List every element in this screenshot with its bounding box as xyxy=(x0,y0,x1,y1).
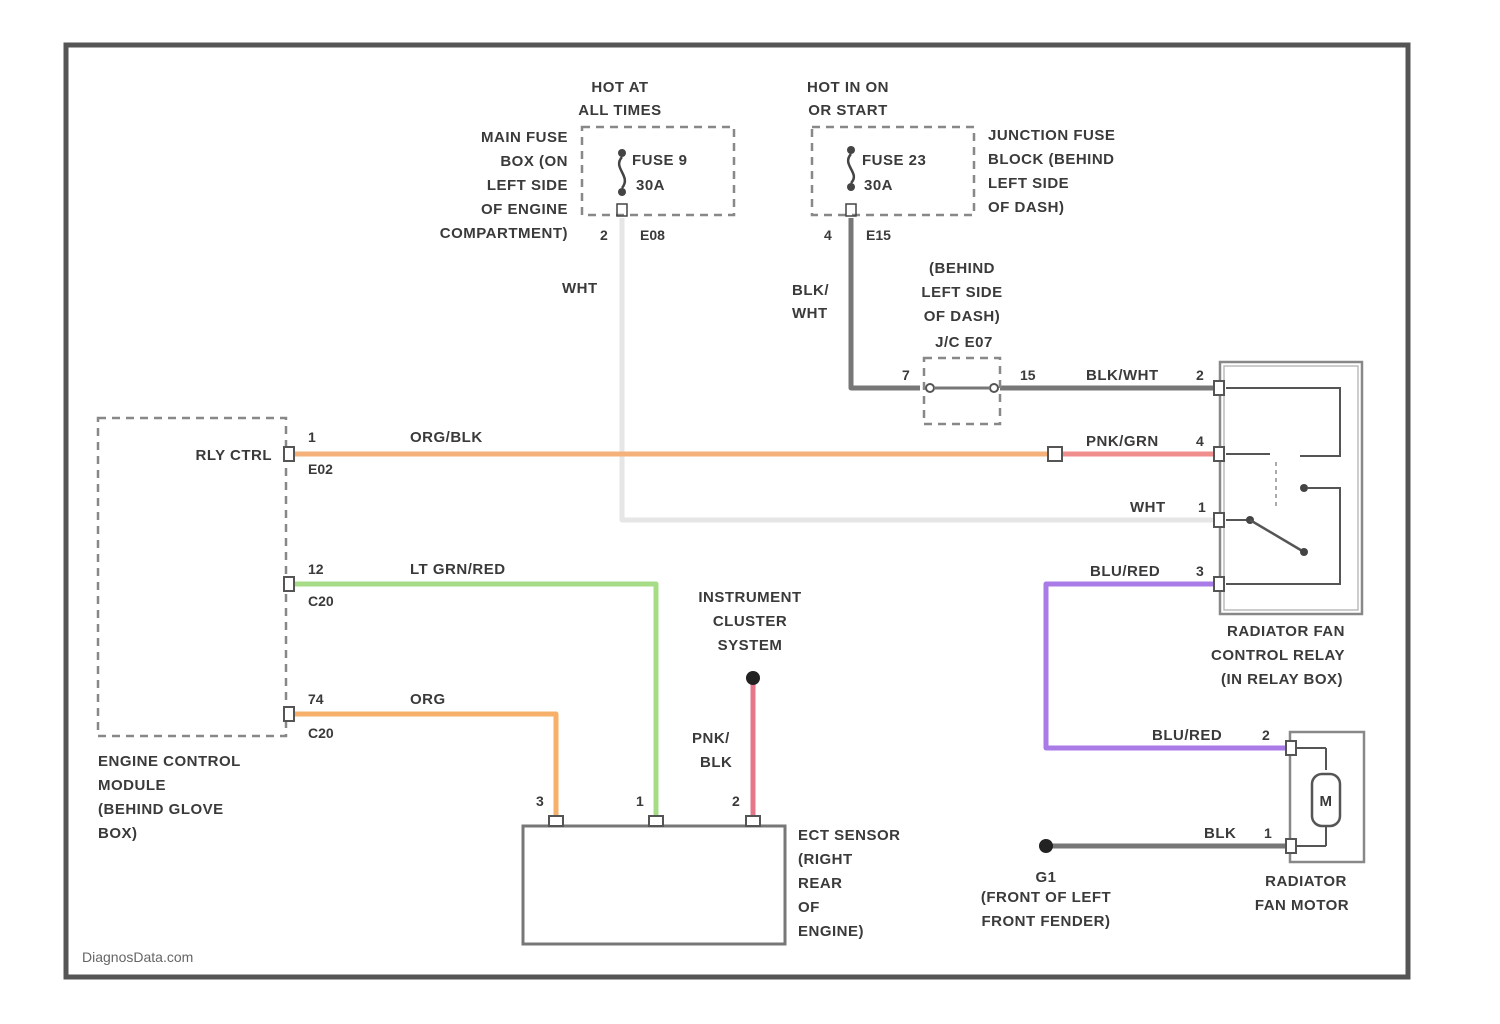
fuse-9-connector: E08 xyxy=(640,227,665,243)
wire-label-wht-horizontal: WHT xyxy=(1130,499,1166,516)
relay-pin-1: 1 xyxy=(1198,499,1206,515)
fuse-23-amps: 30A xyxy=(864,177,893,194)
ecm-name-line-3: (BEHIND GLOVE xyxy=(98,801,224,818)
fuse-9-pin: 2 xyxy=(600,227,608,243)
ecm-rly-ctrl: RLY CTRL xyxy=(195,447,272,464)
ect-pin-3: 3 xyxy=(536,793,544,809)
ground-location-line-1: (FRONT OF LEFT xyxy=(981,889,1111,906)
relay-pin-2: 2 xyxy=(1196,367,1204,383)
motor-name-line-2: FAN MOTOR xyxy=(1255,897,1349,914)
ecm-name-line-1: ENGINE CONTROL xyxy=(98,753,241,770)
relay-pin-4: 4 xyxy=(1196,433,1204,449)
relay-name-line-2: CONTROL RELAY xyxy=(1211,647,1345,664)
main-fuse-box-line-3: LEFT SIDE xyxy=(487,177,568,194)
wire-label-lt-grn-red: LT GRN/RED xyxy=(410,561,506,578)
ecm-pin-12: 12 xyxy=(308,561,324,577)
ect-sensor-line-2: (RIGHT xyxy=(798,851,853,868)
wire-label-pnk-grn: PNK/GRN xyxy=(1086,433,1159,450)
motor-name-line-1: RADIATOR xyxy=(1265,873,1347,890)
wire-label-org-blk: ORG/BLK xyxy=(410,429,483,446)
motor-m-symbol: M xyxy=(1320,793,1333,810)
fuse-23-name: FUSE 23 xyxy=(862,152,926,169)
ecm-connector-c20-a: C20 xyxy=(308,593,334,609)
hot-at-all-times-line-1: HOT AT xyxy=(591,79,648,96)
main-fuse-box-line-5: COMPARTMENT) xyxy=(440,225,568,242)
junction-connector-name: J/C E07 xyxy=(935,334,993,351)
wire-label-blu-red-bottom: BLU/RED xyxy=(1152,727,1222,744)
relay-pin-3: 3 xyxy=(1196,563,1204,579)
instrument-cluster-point xyxy=(746,671,760,685)
instrument-cluster-line-3: SYSTEM xyxy=(718,637,783,654)
junction-connector-pins xyxy=(926,384,998,392)
wire-lt-grn-red xyxy=(290,584,656,820)
relay-switch xyxy=(1226,484,1340,584)
wire-label-blk-wht-line-2: WHT xyxy=(792,305,828,322)
ect-sensor-line-1: ECT SENSOR xyxy=(798,827,901,844)
ground-name: G1 xyxy=(1035,869,1056,886)
wire-label-blu-red-top: BLU/RED xyxy=(1090,563,1160,580)
fuse-9-box xyxy=(582,127,734,215)
wire-blk-wht xyxy=(851,218,920,388)
hot-in-on-line-1: HOT IN ON xyxy=(807,79,889,96)
ect-sensor-line-3: REAR xyxy=(798,875,843,892)
junction-fuse-block-line-1: JUNCTION FUSE xyxy=(988,127,1115,144)
junction-pin-right: 15 xyxy=(1020,367,1036,383)
ground-location-line-2: FRONT FENDER) xyxy=(982,913,1111,930)
main-fuse-box-line-4: OF ENGINE xyxy=(481,201,568,218)
fuse-23-box xyxy=(812,127,974,215)
relay-name-line-3: (IN RELAY BOX) xyxy=(1221,671,1343,688)
instrument-cluster-line-2: CLUSTER xyxy=(713,613,787,630)
wire-label-pnk-blk-line-2: BLK xyxy=(700,754,732,771)
ect-sensor-box xyxy=(523,826,785,944)
junction-fuse-block-line-4: OF DASH) xyxy=(988,199,1065,216)
junction-connector-box xyxy=(924,358,1000,424)
motor-pin-2: 2 xyxy=(1262,727,1270,743)
fuse-9-amps: 30A xyxy=(636,177,665,194)
inline-connector xyxy=(1048,447,1062,461)
hot-in-on-line-2: OR START xyxy=(808,102,888,119)
instrument-cluster-line-1: INSTRUMENT xyxy=(698,589,801,606)
wire-label-pnk-blk-line-1: PNK/ xyxy=(692,730,730,747)
ecm-box xyxy=(98,418,286,736)
junction-location-line-1: (BEHIND xyxy=(929,260,995,277)
junction-location-line-3: OF DASH) xyxy=(924,308,1001,325)
fuse-23-connector: E15 xyxy=(866,227,891,243)
watermark: DiagnosData.com xyxy=(82,949,193,965)
wire-label-blk: BLK xyxy=(1204,825,1236,842)
ecm-pin-1: 1 xyxy=(308,429,316,445)
junction-fuse-block-line-3: LEFT SIDE xyxy=(988,175,1069,192)
junction-pin-left: 7 xyxy=(902,367,910,383)
wire-label-blk-wht-horizontal: BLK/WHT xyxy=(1086,367,1159,384)
wire-label-org: ORG xyxy=(410,691,446,708)
relay-coil xyxy=(1226,388,1340,508)
fuse-23-symbol xyxy=(846,146,856,216)
wire-label-blk-wht-line-1: BLK/ xyxy=(792,282,829,299)
junction-fuse-block-line-2: BLOCK (BEHIND xyxy=(988,151,1115,168)
wire-label-wht-vertical: WHT xyxy=(562,280,598,297)
main-fuse-box-line-1: MAIN FUSE xyxy=(481,129,568,146)
main-fuse-box-line-2: BOX (ON xyxy=(500,153,568,170)
ecm-connector-e02: E02 xyxy=(308,461,333,477)
ect-sensor-line-4: OF xyxy=(798,899,820,916)
relay-name-line-1: RADIATOR FAN xyxy=(1227,623,1345,640)
motor-pin-1: 1 xyxy=(1264,825,1272,841)
junction-location-line-2: LEFT SIDE xyxy=(921,284,1002,301)
ect-pin-2: 2 xyxy=(732,793,740,809)
fuse-9-symbol xyxy=(617,149,627,216)
ecm-connector-c20-b: C20 xyxy=(308,725,334,741)
wire-blu-red xyxy=(1046,584,1290,748)
ect-sensor-line-5: ENGINE) xyxy=(798,923,864,940)
ecm-pin-74: 74 xyxy=(308,691,324,707)
motor-symbol xyxy=(1296,748,1340,846)
ground-point xyxy=(1039,839,1053,853)
hot-at-all-times-line-2: ALL TIMES xyxy=(578,102,661,119)
ecm-name-line-4: BOX) xyxy=(98,825,138,842)
fuse-23-pin: 4 xyxy=(824,227,832,243)
ect-pin-1: 1 xyxy=(636,793,644,809)
fuse-9-name: FUSE 9 xyxy=(632,152,688,169)
ecm-name-line-2: MODULE xyxy=(98,777,166,794)
